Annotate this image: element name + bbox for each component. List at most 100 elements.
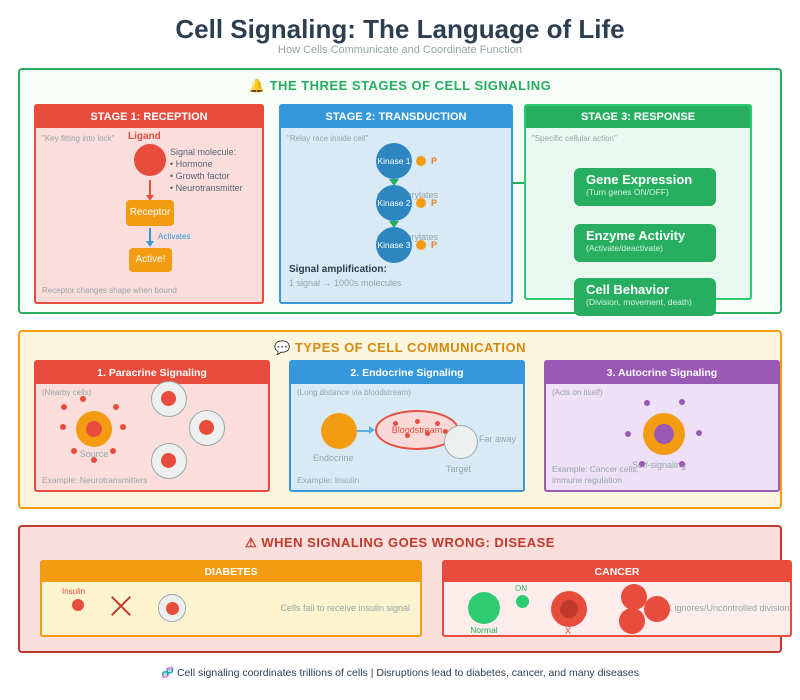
- amplification-title: Signal amplification:: [289, 264, 387, 275]
- self-signal-dot-icon: [696, 430, 702, 436]
- on-label: ON: [515, 584, 527, 593]
- section-three-stages: 🔔 THE THREE STAGES OF CELL SIGNALING STA…: [18, 68, 782, 316]
- activates-label: Activates: [158, 232, 191, 241]
- dividing-cell-icon: [621, 584, 647, 610]
- stages-section-title: 🔔 THE THREE STAGES OF CELL SIGNALING: [248, 78, 552, 93]
- endocrine-header: 2. Endocrine Signaling: [291, 362, 523, 384]
- ligand-label: Ligand: [128, 131, 161, 142]
- receptor-box: Receptor: [126, 200, 174, 226]
- signal-item: • Growth factor: [170, 171, 230, 181]
- page-title: Cell Signaling: The Language of Life: [175, 14, 625, 44]
- activates-arrow: [146, 228, 154, 247]
- stage1-footnote: Receptor changes shape when bound: [42, 286, 177, 295]
- stage3-quote: "Specific cellular action": [532, 134, 617, 143]
- kinase-3-node: Kinase 3: [376, 227, 412, 263]
- autocrine-example-line2: immune regulation: [552, 475, 622, 485]
- cancer-cell-icon: [551, 591, 587, 627]
- hormone-dot-icon: [425, 431, 430, 436]
- endocrine-note: (Long distance via bloodstream): [297, 388, 411, 397]
- phosphate-label: P: [431, 198, 438, 208]
- phosphate-dot-icon: [416, 156, 426, 166]
- panel-endocrine: 2. Endocrine Signaling (Long distance vi…: [289, 360, 525, 492]
- hormone-dot-icon: [443, 429, 448, 434]
- ligand-to-receptor-arrow: [146, 180, 154, 201]
- cascade-arrow-icon: [389, 179, 399, 186]
- nucleus-icon: [161, 391, 176, 406]
- signal-dot-icon: [60, 424, 66, 430]
- bell-icon: 🔔: [248, 78, 266, 93]
- kinase-2-node: Kinase 2: [376, 185, 412, 221]
- bloodstream-label: Bloodstream: [391, 425, 443, 435]
- nucleus-icon: [86, 421, 102, 437]
- normal-cell-icon: [468, 592, 500, 624]
- cascade-arrow-icon: [389, 221, 399, 228]
- speech-bubble-icon: 💬: [274, 340, 291, 355]
- panel-autocrine: 3. Autocrine Signaling (Acts on itself) …: [544, 360, 780, 492]
- insulin-label: Insulin: [62, 587, 86, 596]
- types-section-title: 💬 TYPES OF CELL COMMUNICATION: [274, 340, 526, 355]
- response-cell-behavior: Cell Behavior (Division, movement, death…: [574, 278, 716, 316]
- panel-stage3-response: STAGE 3: RESPONSE "Specific cellular act…: [524, 104, 752, 316]
- stage2-quote: "Relay race inside cell": [287, 134, 369, 143]
- nucleus-icon: [161, 453, 176, 468]
- ligand-molecule-icon: [134, 144, 166, 176]
- target-label: Target: [446, 464, 472, 474]
- bloodstream-vessel-icon: Bloodstream: [375, 410, 459, 450]
- signal-item: • Hormone: [170, 159, 213, 169]
- autocrine-note: (Acts on itself): [552, 388, 603, 397]
- target-cell-icon: [151, 381, 187, 417]
- paracrine-header: 1. Paracrine Signaling: [36, 362, 268, 384]
- page-subtitle: How Cells Communicate and Coordinate Fun…: [278, 44, 522, 56]
- signal-dot-icon: [110, 448, 116, 454]
- disease-section-title: ⚠ WHEN SIGNALING GOES WRONG: DISEASE: [245, 535, 555, 550]
- phosphate-dot-icon: [416, 198, 426, 208]
- far-away-label: Far away: [479, 434, 517, 444]
- paracrine-note: (Nearby cells): [42, 388, 92, 397]
- dividing-cell-icon: [644, 596, 670, 622]
- endocrine-example: Example: Insulin: [297, 475, 360, 485]
- signal-item: • Neurotransmitter: [170, 183, 243, 193]
- blocked-x-icon: [108, 593, 134, 619]
- hormone-dot-icon: [435, 421, 440, 426]
- resistant-cell-icon: [158, 594, 186, 622]
- cancer-x-label: X: [565, 626, 572, 636]
- stage1-header: STAGE 1: RECEPTION: [36, 106, 262, 128]
- target-cell-icon: [189, 410, 225, 446]
- paracrine-example: Example: Neurotransmitters: [42, 475, 148, 485]
- panel-stage1-reception: STAGE 1: RECEPTION "Key fitting into loc…: [34, 104, 264, 304]
- self-signaling-label: Self-signaling: [632, 460, 687, 470]
- stage3-header: STAGE 3: RESPONSE: [526, 106, 750, 128]
- hormone-dot-icon: [415, 419, 420, 424]
- cancer-message: X ignores/Uncontrolled division: [666, 603, 790, 613]
- stage2-header: STAGE 2: TRANSDUCTION: [281, 106, 511, 128]
- phosphate-dot-icon: [416, 240, 426, 250]
- distant-target-cell-icon: [444, 425, 478, 459]
- panel-stage2-transduction: STAGE 2: TRANSDUCTION "Relay race inside…: [279, 104, 513, 304]
- source-label: Source: [79, 449, 109, 459]
- signal-molecule-title: Signal molecule:: [170, 147, 237, 157]
- signal-dot-icon: [113, 404, 119, 410]
- hormone-dot-icon: [393, 421, 398, 426]
- section-communication-types: 💬 TYPES OF CELL COMMUNICATION 1. Paracri…: [18, 330, 782, 509]
- dividing-cell-icon: [619, 608, 645, 634]
- gland-to-bloodstream-arrow: [357, 426, 375, 434]
- nucleus-icon: [166, 602, 179, 615]
- self-signal-dot-icon: [679, 399, 685, 405]
- phosphate-label: P: [431, 240, 438, 250]
- hormone-dot-icon: [405, 433, 410, 438]
- insulin-molecule-icon: [72, 599, 84, 611]
- panel-diabetes: DIABETES Insulin Cells fail to receive i…: [40, 560, 422, 637]
- footer-text: 🧬 Cell signaling coordinates trillions o…: [160, 667, 640, 679]
- nucleus-icon: [199, 420, 214, 435]
- stage1-quote: "Key fitting into lock": [42, 134, 115, 143]
- kinase-1-node: Kinase 1: [376, 143, 412, 179]
- signal-dot-icon: [120, 424, 126, 430]
- diabetes-message: Cells fail to receive insulin signal: [280, 603, 410, 613]
- nucleus-icon: [560, 600, 578, 618]
- response-enzyme-activity: Enzyme Activity (Activate/deactivate): [574, 224, 716, 262]
- signal-dot-icon: [91, 457, 97, 463]
- warning-icon: ⚠: [245, 535, 258, 550]
- panel-paracrine: 1. Paracrine Signaling (Nearby cells) So…: [34, 360, 270, 492]
- cancer-header: CANCER: [444, 562, 790, 582]
- autocrine-header: 3. Autocrine Signaling: [546, 362, 778, 384]
